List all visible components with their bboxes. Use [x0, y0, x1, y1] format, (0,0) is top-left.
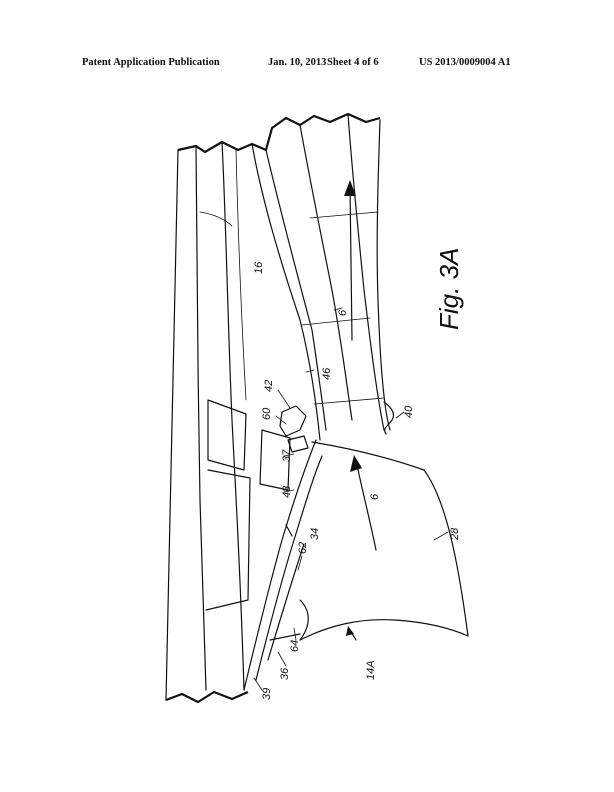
notch-40	[383, 401, 395, 435]
inner-panel-a	[207, 399, 247, 471]
section-line-low	[313, 397, 385, 405]
section-line-top	[309, 211, 379, 219]
leader-28	[433, 531, 449, 541]
label-6-upper: 6	[337, 309, 349, 316]
label-48: 48	[281, 485, 293, 498]
label-46: 46	[321, 367, 333, 380]
label-36: 36	[279, 667, 291, 680]
sheet-number: Sheet 4 of 6	[327, 57, 379, 68]
page-header: Patent Application Publication Jan. 10, …	[0, 57, 614, 73]
label-28: 28	[449, 527, 461, 541]
leader-62	[297, 555, 303, 571]
panel-line-1	[251, 143, 321, 441]
label-39: 39	[261, 688, 273, 700]
label-37: 37	[281, 449, 293, 462]
arrow-34	[285, 524, 293, 537]
label-14a: 14A	[365, 660, 377, 680]
break-line-top	[177, 112, 381, 154]
leader-40	[395, 411, 405, 419]
body-outline	[165, 149, 179, 701]
leader-48	[283, 489, 295, 493]
body-edge-upper	[195, 145, 207, 691]
label-40: 40	[403, 405, 415, 418]
hinge-bracket	[279, 405, 307, 437]
leader-39	[253, 677, 263, 691]
leader-37	[283, 453, 295, 457]
arrow-14a-head	[346, 626, 354, 636]
inner-panel-b	[205, 469, 251, 611]
leader-64	[293, 627, 297, 641]
rib-strip-inner	[255, 455, 323, 681]
wing-outer-curve	[299, 619, 469, 641]
wing-lower-edge	[311, 441, 469, 637]
panel-line-3	[299, 124, 353, 421]
label-62: 62	[297, 542, 309, 554]
leader-42	[277, 389, 291, 409]
rib-strip-outer	[243, 439, 317, 691]
figure-title: Fig. 3A	[434, 248, 464, 330]
panel-line-4	[347, 113, 385, 431]
publication-title: Patent Application Publication	[82, 57, 220, 68]
body-edge-mid	[221, 141, 245, 691]
arrow-lower-head	[350, 455, 362, 472]
publication-date: Jan. 10, 2013	[268, 57, 327, 68]
leader-36	[277, 651, 287, 667]
hinge-pin	[287, 435, 309, 453]
section-line-mid	[301, 317, 371, 326]
arrow-lower-shaft	[355, 459, 377, 551]
publication-number: US 2013/0009004 A1	[419, 57, 511, 68]
label-6-lower: 6	[369, 493, 381, 500]
label-42: 42	[263, 380, 275, 392]
label-64: 64	[289, 640, 301, 652]
arrow-upper-shaft	[349, 184, 353, 341]
leader-6a	[333, 307, 343, 311]
break-line-bottom	[165, 690, 249, 704]
leader-46	[305, 369, 315, 373]
wing-front-edge	[299, 599, 309, 641]
inner-panel-c	[259, 429, 291, 491]
panel-line-2	[265, 149, 327, 431]
label-16: 16	[253, 261, 265, 274]
leader-60	[275, 415, 287, 425]
label-34: 34	[309, 528, 321, 540]
wing-upper-edge	[376, 119, 391, 431]
body-line-a	[235, 149, 247, 401]
arrow-upper-head	[344, 180, 356, 196]
label-60: 60	[261, 407, 273, 420]
panel-crease	[199, 211, 233, 227]
